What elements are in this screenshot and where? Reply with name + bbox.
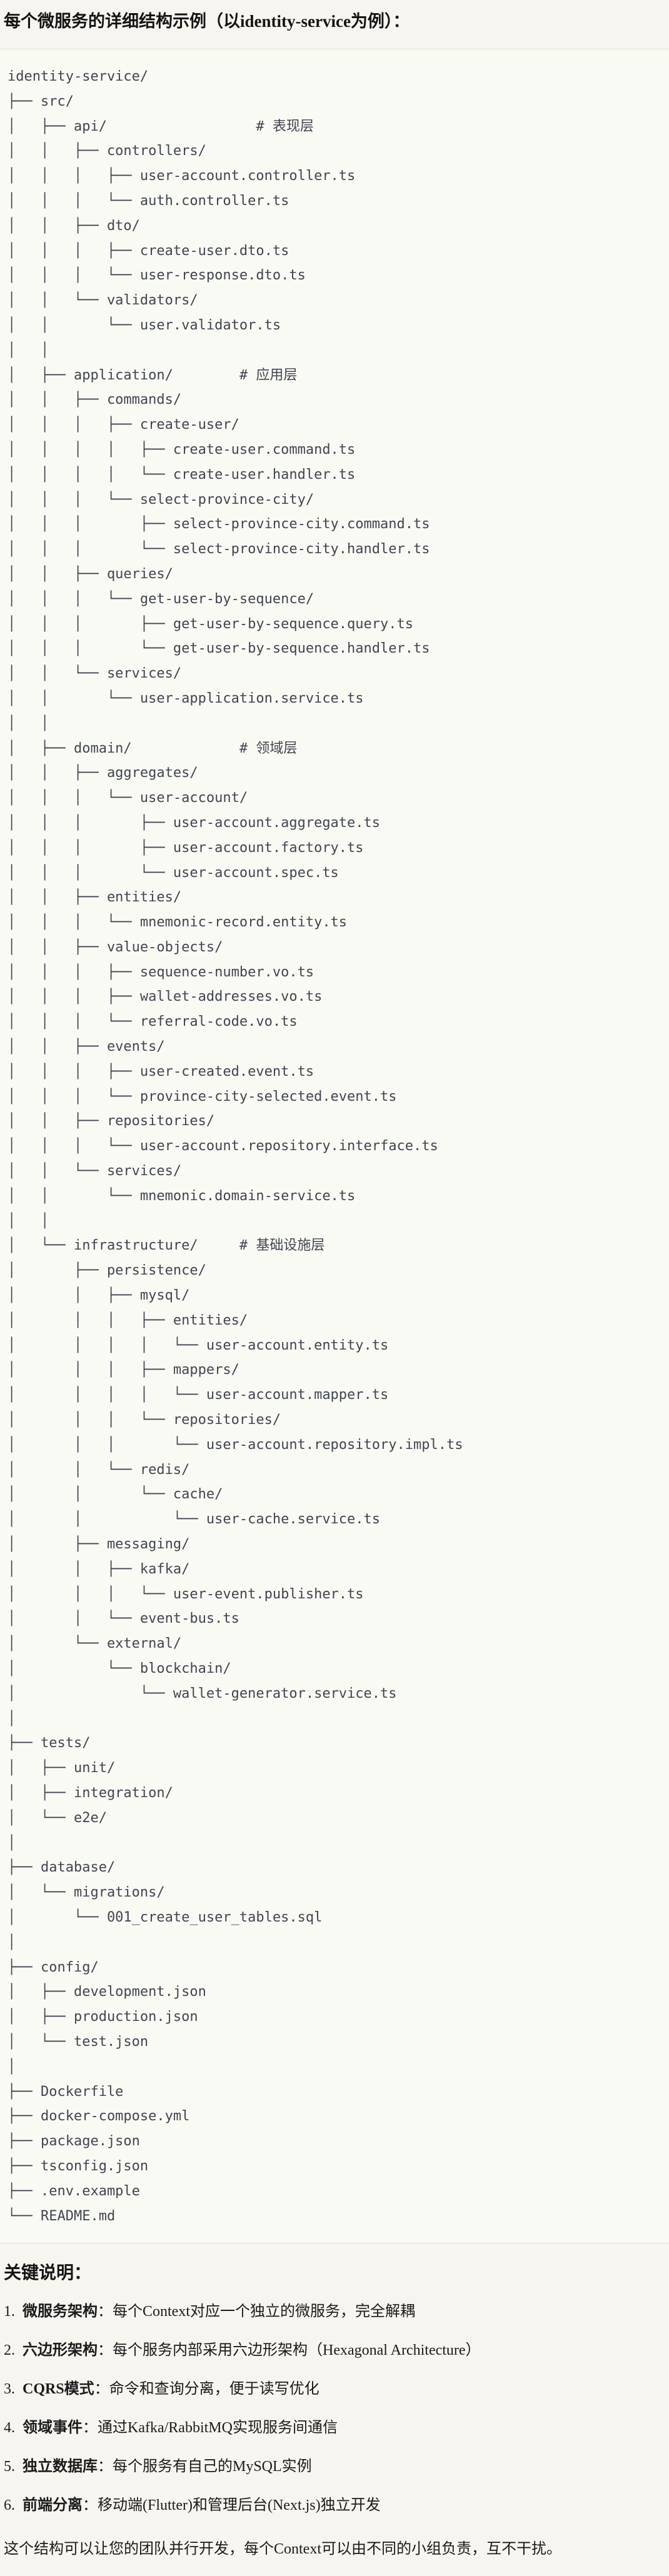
note-label: 独立数据库 — [23, 2458, 98, 2475]
note-number: 5. — [4, 2458, 15, 2475]
note-label: 领域事件 — [23, 2420, 83, 2437]
note-label: 六边形架构 — [23, 2342, 98, 2359]
note-label: CQRS模式 — [23, 2381, 94, 2398]
notes-section: 关键说明： 1. 微服务架构：每个Context对应一个独立的微服务，完全解耦 2… — [0, 2262, 669, 2576]
notes-heading: 关键说明： — [4, 2263, 92, 2283]
note-item: 2. 六边形架构：每个服务内部采用六边形架构（Hexagonal Architec… — [4, 2340, 664, 2361]
note-item: 4. 领域事件：通过Kafka/RabbitMQ实现服务间通信 — [4, 2417, 664, 2438]
note-label: 微服务架构 — [23, 2303, 98, 2320]
header: 每个微服务的详细结构示例（以identity-service为例）： — [0, 0, 669, 49]
note-number: 1. — [4, 2303, 15, 2320]
note-text: ：通过Kafka/RabbitMQ实现服务间通信 — [83, 2420, 338, 2437]
note-text: ：每个服务内部采用六边形架构（Hexagonal Architecture） — [98, 2342, 481, 2359]
note-item: 6. 前端分离：移动端(Flutter)和管理后台(Next.js)独立开发 — [4, 2495, 664, 2516]
note-number: 6. — [4, 2497, 15, 2514]
note-text: ：每个服务有自己的MySQL实例 — [98, 2458, 312, 2475]
page-title: 每个微服务的详细结构示例（以identity-service为例）： — [4, 12, 410, 31]
note-text: ：移动端(Flutter)和管理后台(Next.js)独立开发 — [83, 2497, 381, 2514]
notes-footer: 这个结构可以让您的团队并行开发，每个Context可以由不同的小组负责，互不干扰… — [4, 2541, 561, 2558]
note-label: 前端分离 — [23, 2497, 83, 2514]
note-number: 4. — [4, 2420, 15, 2437]
code-block: identity-service/ ├── src/ │ ├── api/ # … — [0, 49, 669, 2244]
note-text: ：命令和查询分离，便于读写优化 — [94, 2381, 319, 2398]
directory-tree: identity-service/ ├── src/ │ ├── api/ # … — [8, 69, 463, 2224]
note-item: 3. CQRS模式：命令和查询分离，便于读写优化 — [4, 2378, 664, 2400]
note-number: 3. — [4, 2381, 15, 2398]
note-item: 5. 独立数据库：每个服务有自己的MySQL实例 — [4, 2456, 664, 2477]
note-text: ：每个Context对应一个独立的微服务，完全解耦 — [98, 2303, 415, 2320]
note-item: 1. 微服务架构：每个Context对应一个独立的微服务，完全解耦 — [4, 2301, 664, 2322]
note-number: 2. — [4, 2342, 15, 2359]
